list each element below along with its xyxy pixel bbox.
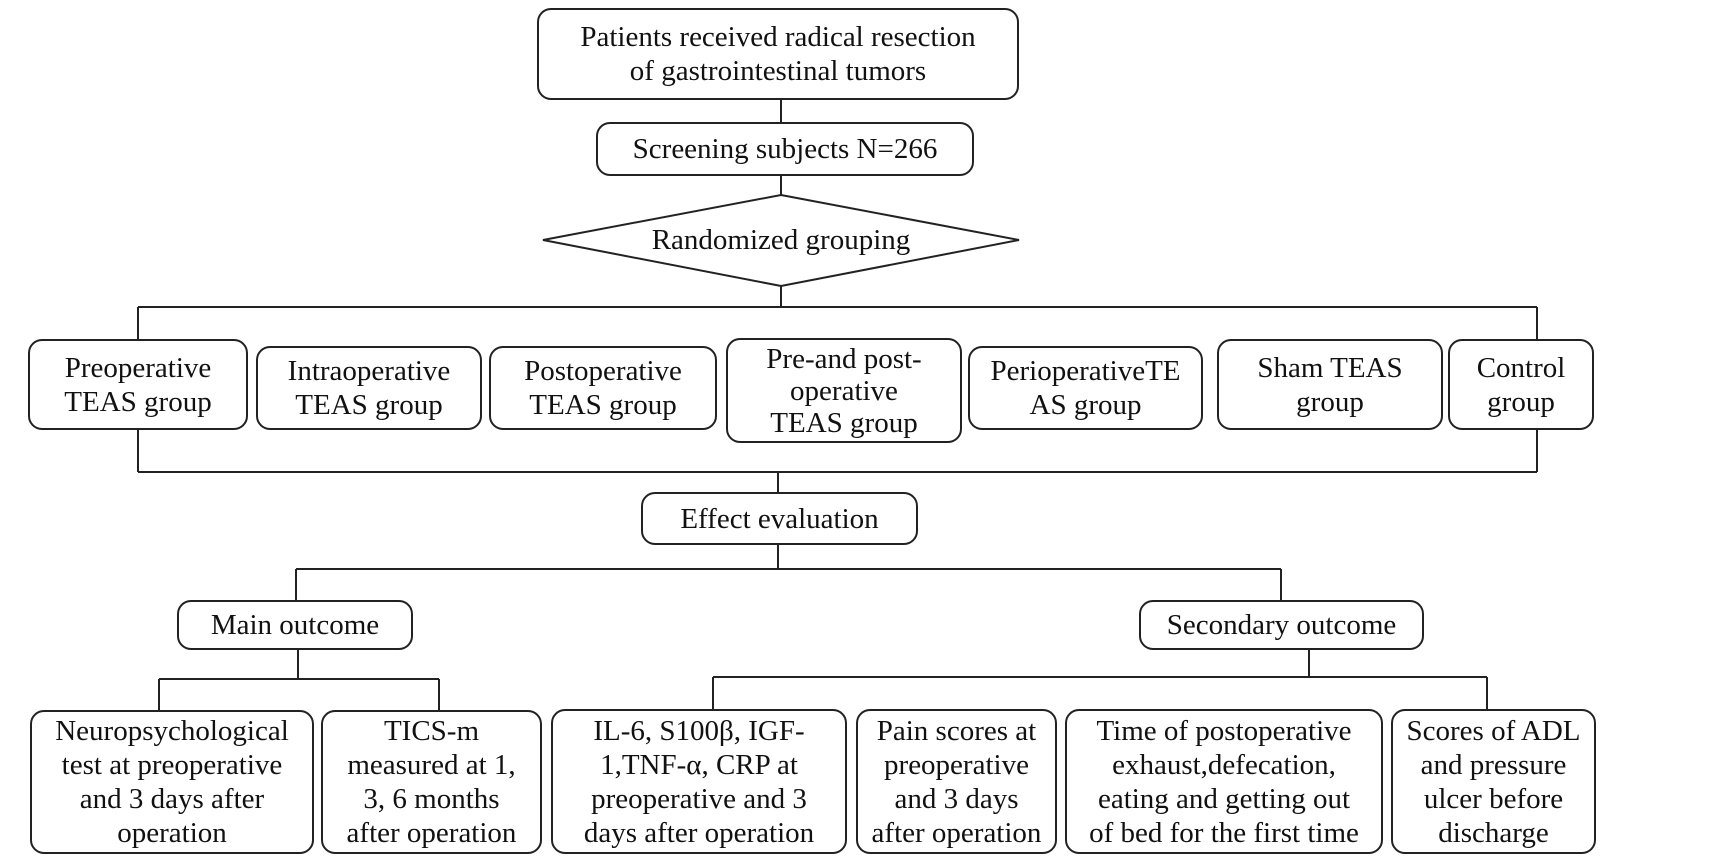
main-outcome-box: Main outcome xyxy=(177,600,413,650)
secondary-outcome-box: Secondary outcome xyxy=(1139,600,1424,650)
main-item-neuropsychological-test: Neuropsychological test at preoperative … xyxy=(30,710,314,854)
secondary-item-biomarkers: IL-6, S100β, IGF- 1,TNF-α, CRP at preope… xyxy=(551,709,847,854)
group-pre-and-post-operative: Pre-and post- operative TEAS group xyxy=(726,338,962,443)
effect-evaluation-box: Effect evaluation xyxy=(641,492,918,545)
randomized-grouping-diamond xyxy=(542,193,1020,288)
group-preoperative: Preoperative TEAS group xyxy=(28,339,248,430)
group-control: Control group xyxy=(1448,339,1594,430)
randomized-grouping-label: Randomized grouping xyxy=(651,224,911,256)
secondary-item-pain-scores: Pain scores at preoperative and 3 days a… xyxy=(856,709,1057,854)
group-postoperative: Postoperative TEAS group xyxy=(489,346,717,430)
group-intraoperative: Intraoperative TEAS group xyxy=(256,346,482,430)
secondary-item-postoperative-time: Time of postoperative exhaust,defecation… xyxy=(1065,709,1383,854)
main-item-tics-m: TICS-m measured at 1, 3, 6 months after … xyxy=(321,710,542,854)
group-perioperative: PerioperativeTE AS group xyxy=(968,346,1203,430)
screening-box: Screening subjects N=266 xyxy=(596,122,974,176)
secondary-item-adl-scores: Scores of ADL and pressure ulcer before … xyxy=(1391,709,1596,854)
patients-box: Patients received radical resection of g… xyxy=(537,8,1019,100)
group-sham-teas: Sham TEAS group xyxy=(1217,339,1443,430)
